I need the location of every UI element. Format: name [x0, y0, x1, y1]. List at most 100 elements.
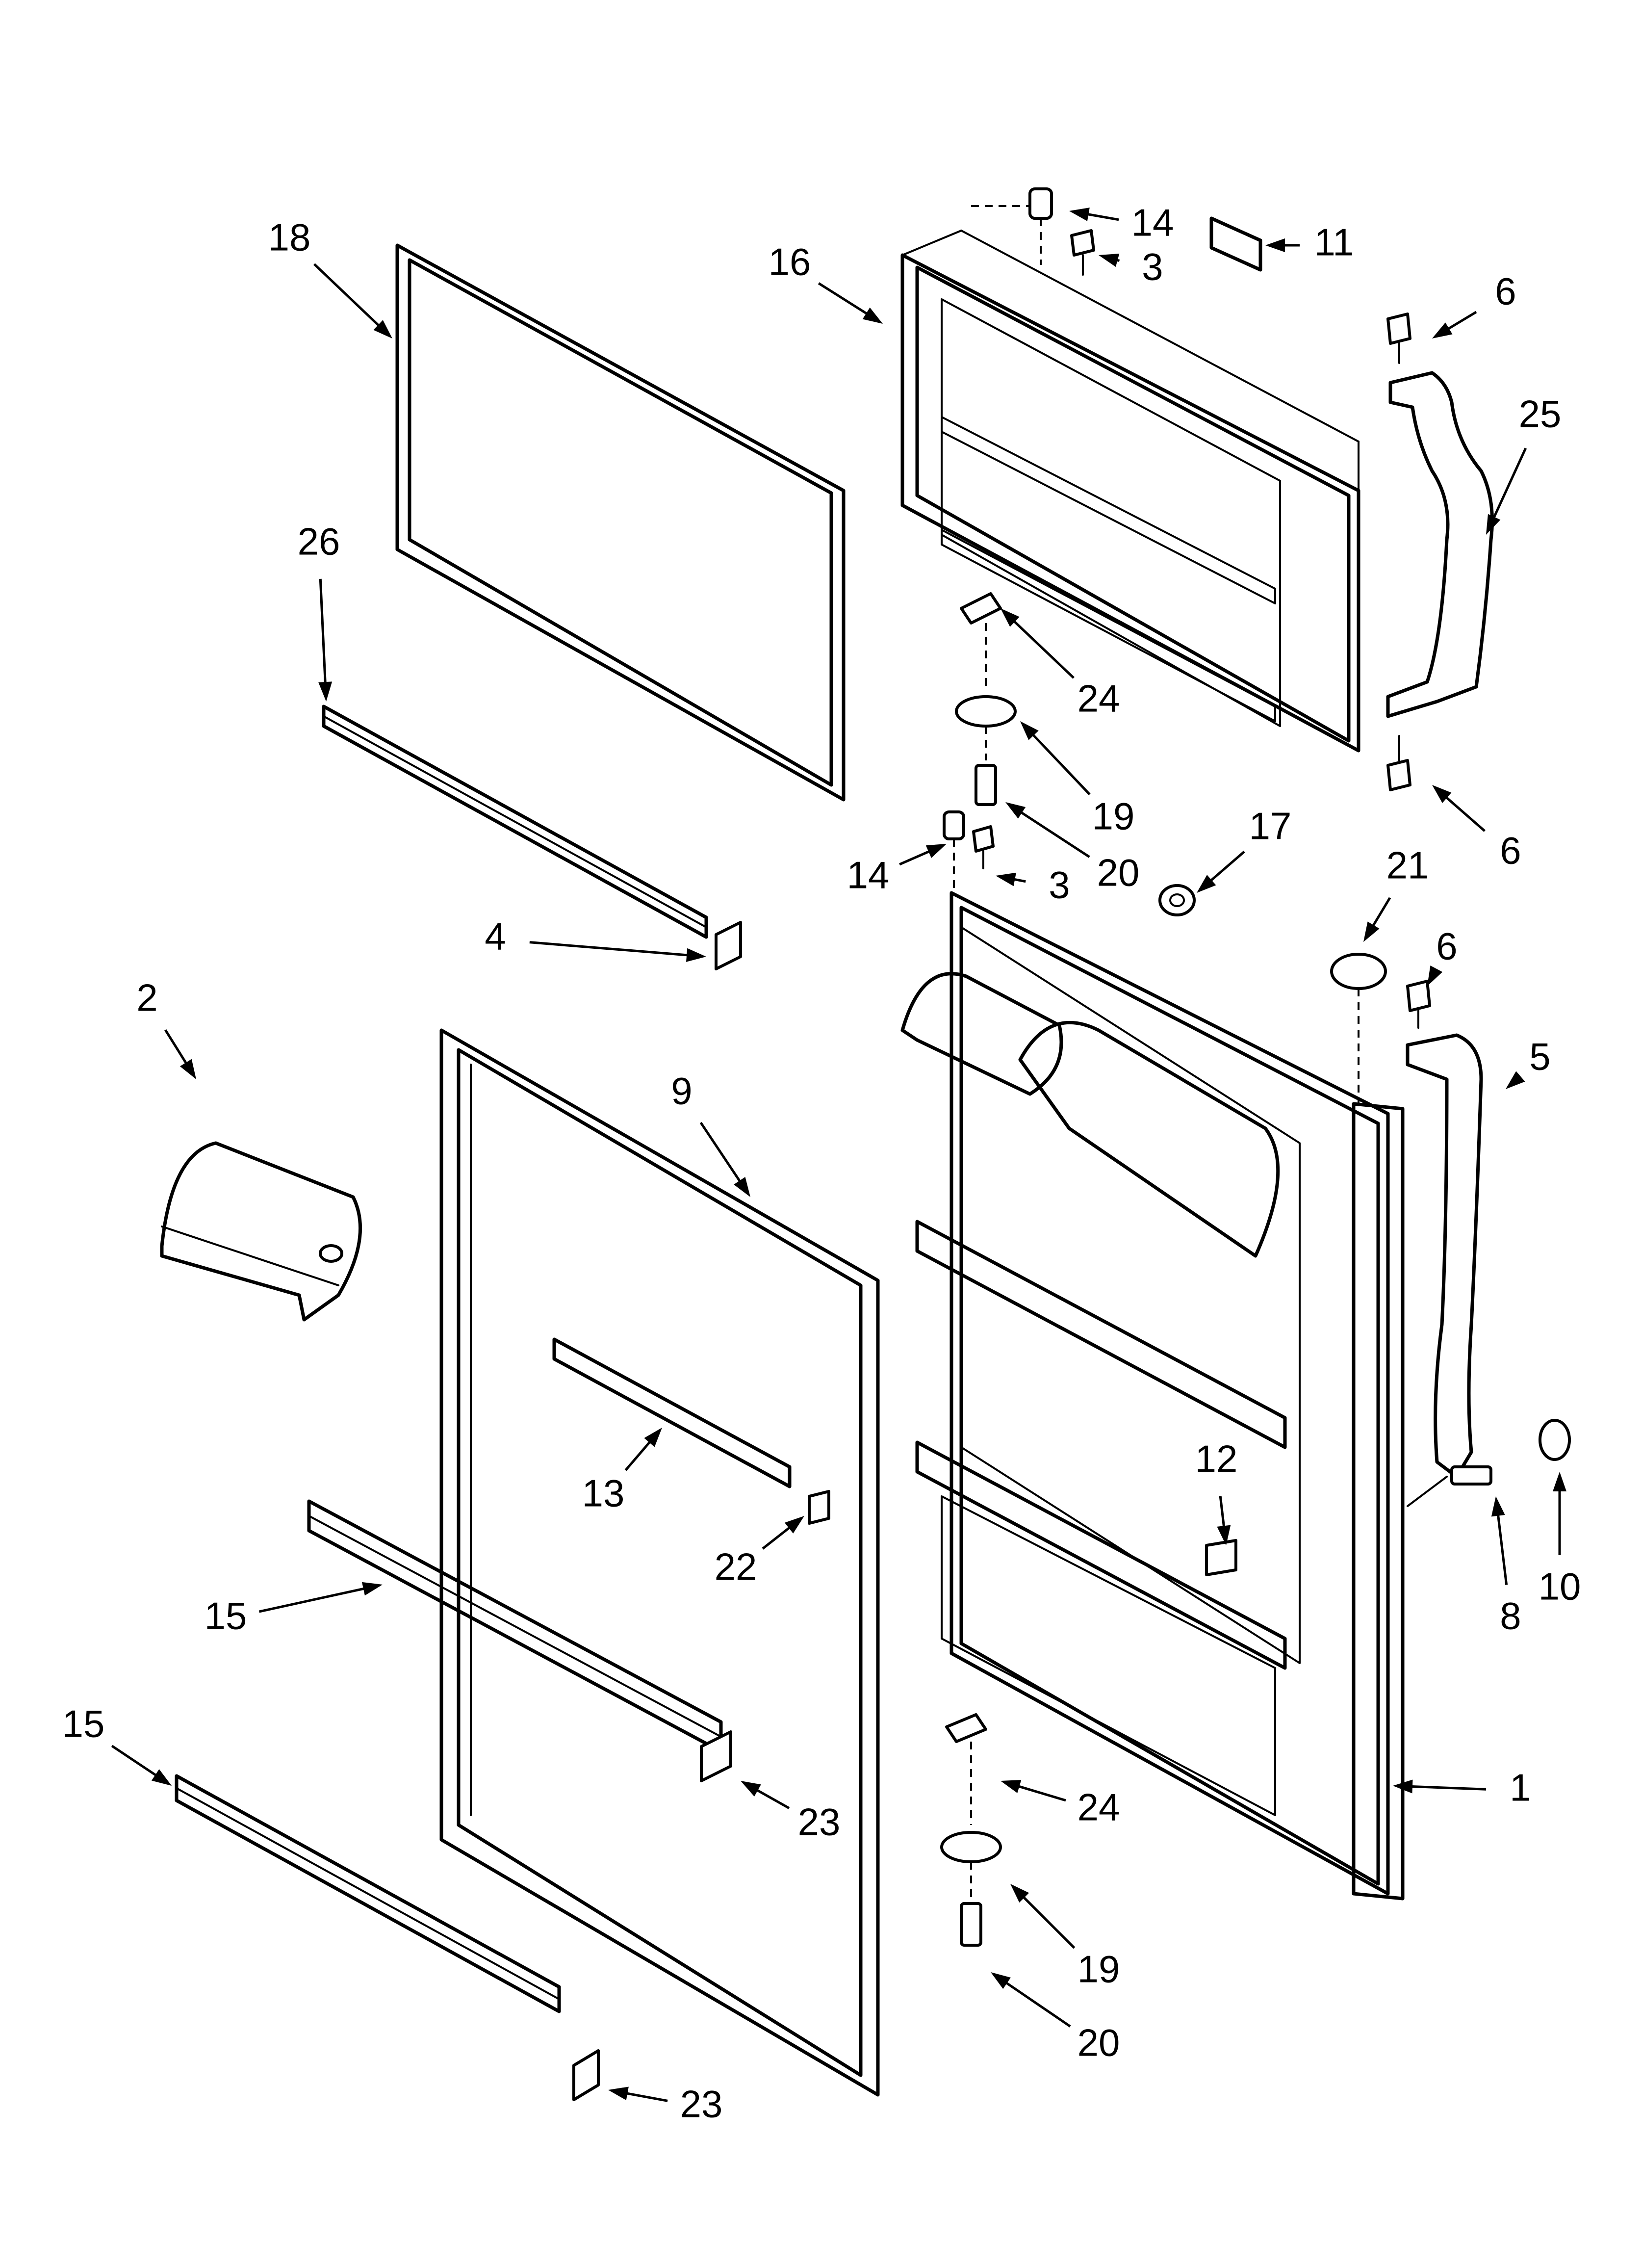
callout-label: 22: [715, 1545, 757, 1589]
leader-line: [529, 941, 693, 957]
callout-c13: 13: [582, 1428, 662, 1515]
arrow-head-icon: [1553, 1472, 1566, 1491]
arrow-head-icon: [1432, 322, 1453, 339]
arrow-head-icon: [862, 307, 883, 324]
door-stop: [1205, 1539, 1237, 1576]
leader-line: [1441, 793, 1486, 832]
callout-label: 11: [1314, 221, 1354, 264]
leader-line: [1406, 1785, 1487, 1791]
callout-c15a: 15: [205, 1582, 383, 1638]
arrow-head-icon: [784, 1516, 804, 1534]
callout-c6b: 6: [1432, 785, 1521, 872]
lower-breaker-strip-upper: [307, 1499, 723, 1753]
arrow-head-icon: [996, 872, 1016, 886]
arrow-head-icon: [741, 1781, 761, 1797]
callout-c23a: 23: [741, 1781, 840, 1844]
callout-label: 20: [1097, 851, 1140, 894]
callout-label: 10: [1539, 1565, 1581, 1608]
arrow-head-icon: [1363, 921, 1380, 942]
arrow-head-icon: [1486, 514, 1501, 535]
callout-label: 26: [298, 520, 340, 563]
leader-line: [1028, 730, 1091, 795]
callout-c18a: 18: [268, 216, 392, 339]
strip-end-cap: [808, 1490, 830, 1525]
callout-c24a: 24: [1001, 608, 1120, 720]
callout-label: 19: [1078, 1948, 1120, 1991]
arrow-head-icon: [361, 1582, 383, 1596]
freezer-hinge-hardware: [955, 592, 1017, 806]
callout-label: 20: [1078, 2021, 1120, 2064]
callout-c20a: 20: [1005, 802, 1139, 894]
callout-label: 24: [1078, 677, 1120, 720]
callout-label: 15: [205, 1594, 247, 1638]
callout-c19b: 19: [1010, 1884, 1120, 1991]
callout-c6c: 6: [1427, 925, 1458, 986]
arrow-head-icon: [1432, 785, 1452, 803]
leader-line: [1013, 1783, 1066, 1802]
arrow-head-icon: [180, 1059, 196, 1079]
leader-line: [1496, 1510, 1508, 1585]
callout-label: 4: [485, 915, 506, 958]
hinge-plug: [1330, 953, 1387, 1109]
arrow-head-icon: [1491, 1496, 1505, 1517]
callout-label: 8: [1500, 1594, 1521, 1638]
callout-c3b: 3: [996, 863, 1070, 907]
arrow-head-icon: [373, 320, 392, 339]
callout-c4: 4: [485, 915, 706, 962]
callout-label: 19: [1092, 795, 1135, 838]
leader-line: [752, 1786, 790, 1809]
leader-line: [699, 1121, 744, 1187]
callout-c12: 12: [1195, 1437, 1238, 1545]
leader-line: [1016, 808, 1090, 858]
fresh-food-door: [900, 891, 1405, 1901]
callout-c5: 5: [1506, 1035, 1551, 1089]
leader-line: [1219, 1496, 1226, 1532]
dairy-cover: [160, 1141, 362, 1322]
callout-c23b: 23: [608, 2083, 722, 2126]
leader-line: [1009, 617, 1075, 679]
arrow-head-icon: [1197, 875, 1216, 893]
arrow-head-icon: [1427, 965, 1443, 986]
leader-line: [818, 282, 872, 318]
strip-clip: [715, 921, 742, 970]
leader-line: [1490, 447, 1527, 523]
arrow-head-icon: [1010, 1884, 1029, 1903]
leader-line: [1206, 850, 1245, 885]
leader-line: [1082, 212, 1119, 221]
callout-c15b: 15: [62, 1702, 172, 1786]
arrow-head-icon: [1506, 1071, 1525, 1089]
leader-line: [1019, 1893, 1076, 1949]
fresh-food-door-gasket: [439, 1028, 880, 2097]
arrow-head-icon: [686, 948, 706, 962]
arrow-head-icon: [1265, 238, 1285, 252]
callout-label: 9: [671, 1069, 692, 1113]
callout-c26: 26: [298, 520, 340, 702]
leader-line: [258, 1586, 370, 1613]
callout-c8: 8: [1491, 1496, 1521, 1638]
callout-c20b: 20: [991, 1972, 1120, 2064]
leader-line: [1001, 1979, 1071, 2028]
callout-c14a: 14: [1069, 201, 1174, 244]
callout-label: 15: [62, 1702, 105, 1746]
arrow-head-icon: [1001, 608, 1020, 627]
arrow-head-icon: [991, 1972, 1011, 1989]
callout-label: 14: [847, 854, 890, 897]
leader-line: [762, 1523, 795, 1550]
arrow-head-icon: [318, 681, 333, 702]
arrow-head-icon: [1069, 208, 1090, 221]
callout-label: 18: [268, 216, 311, 259]
leader-line: [624, 1437, 654, 1471]
callout-label: 6: [1500, 829, 1521, 872]
leader-line: [1369, 897, 1391, 931]
callout-label: 6: [1436, 925, 1457, 968]
fresh-food-top-hardware: [943, 810, 995, 888]
leader-line: [111, 1745, 161, 1779]
leader-line: [899, 848, 935, 866]
leader-line: [164, 1029, 190, 1069]
leader-line: [621, 2091, 668, 2102]
arrow-head-icon: [151, 1769, 172, 1786]
callout-label: 21: [1386, 844, 1429, 887]
arrow-head-icon: [1001, 1780, 1022, 1793]
callout-label: 12: [1195, 1437, 1238, 1481]
